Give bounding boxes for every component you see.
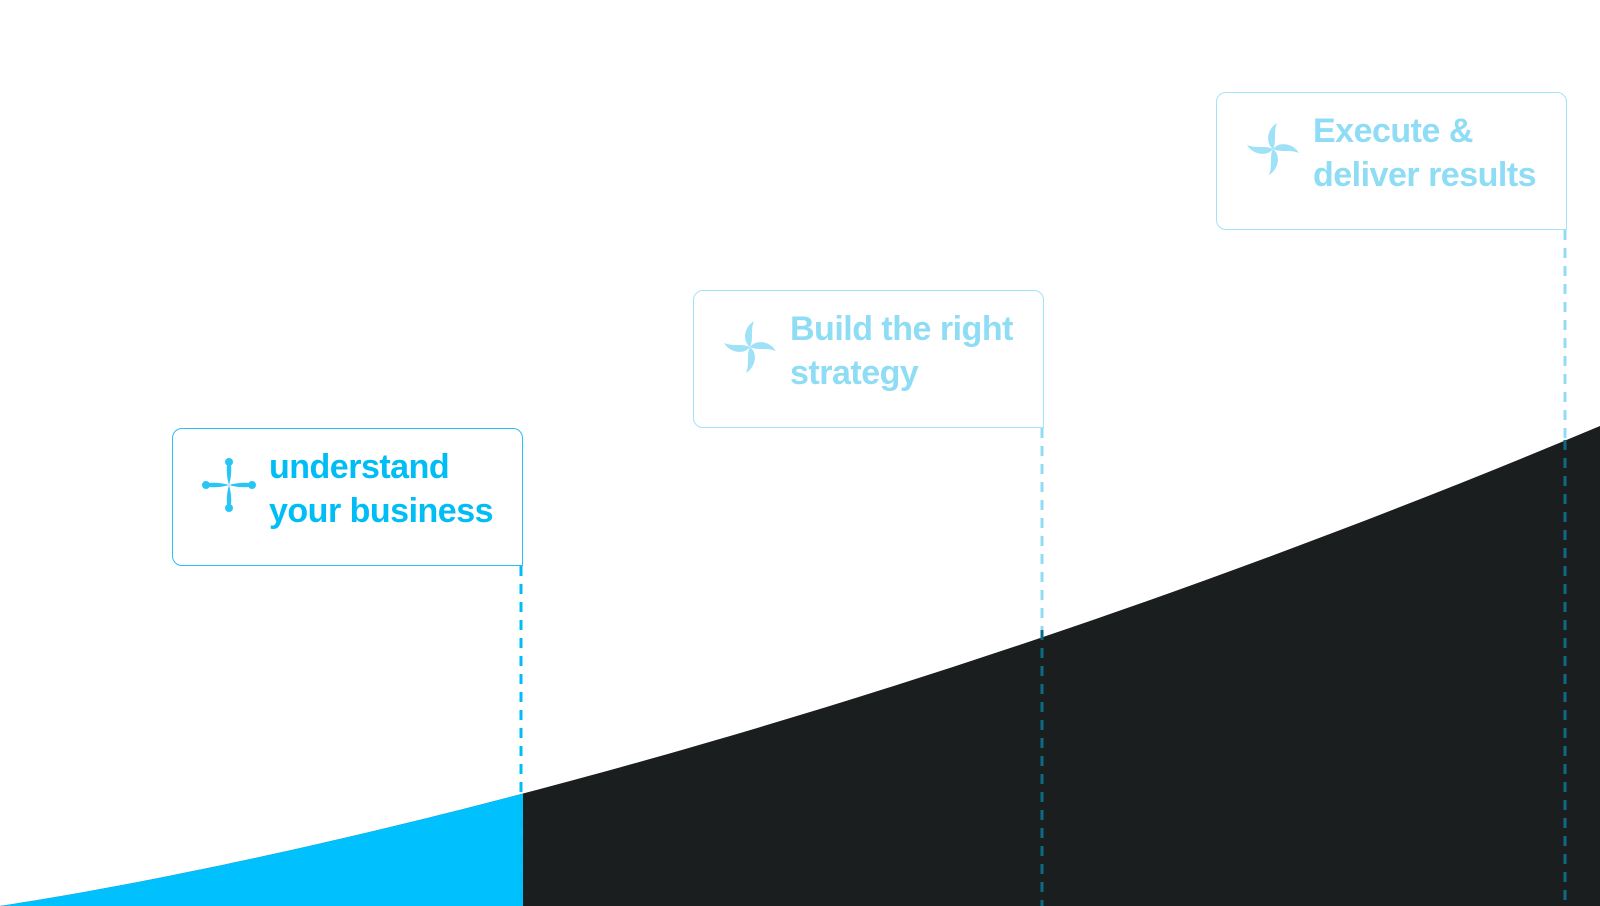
step-label: understand your business xyxy=(269,445,494,533)
step-label-line-2: strategy xyxy=(790,354,919,392)
step-label-line-1: understand xyxy=(269,448,450,486)
growth-curve-dark-area xyxy=(0,426,1600,906)
step-card-execute-deliver: Execute & deliver results xyxy=(1216,92,1567,230)
step-card-understand-business: understand your business xyxy=(172,428,523,566)
step-label: Execute & deliver results xyxy=(1313,109,1537,197)
step-label-line-1: Build the right xyxy=(790,310,1013,348)
step-label: Build the right strategy xyxy=(790,307,1013,395)
pinwheel-icon xyxy=(724,321,776,373)
sparkle-icon xyxy=(202,458,256,512)
step-label-line-2: deliver results xyxy=(1313,156,1537,194)
step-label-line-2: your business xyxy=(269,492,494,530)
step-label-line-1: Execute & xyxy=(1313,112,1473,150)
pinwheel-icon xyxy=(1247,123,1299,175)
step-card-build-strategy: Build the right strategy xyxy=(693,290,1044,428)
